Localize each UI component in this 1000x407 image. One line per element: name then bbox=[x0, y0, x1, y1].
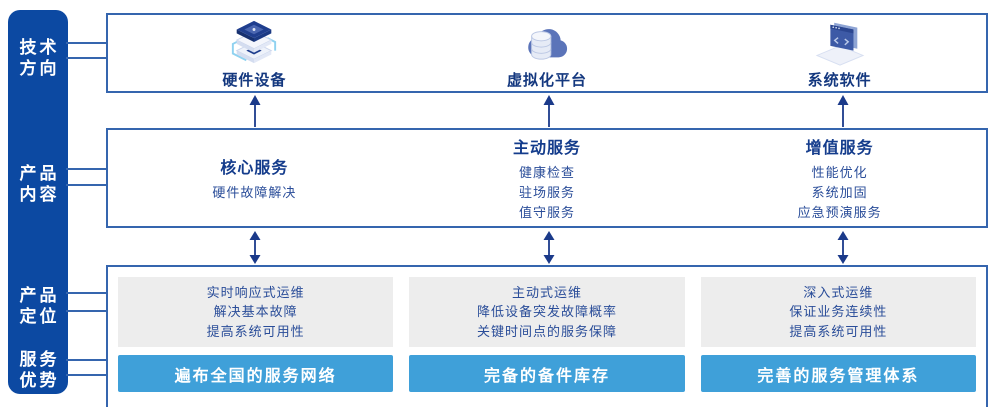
positioning-line: 提高系统可用性 bbox=[789, 323, 888, 339]
sidebar-label-line: 定位 bbox=[19, 307, 60, 326]
advantage-banner: 完备的备件库存 bbox=[409, 355, 685, 392]
positioning-line: 保证业务连续性 bbox=[789, 304, 888, 320]
sidebar-label-line: 优势 bbox=[19, 371, 60, 390]
up-arrow bbox=[837, 95, 849, 127]
cloud-database-icon bbox=[519, 17, 575, 67]
tech-direction-row: 硬件设备 虚拟化平台 bbox=[106, 13, 988, 93]
positioning-line: 深入式运维 bbox=[803, 284, 874, 300]
connector-line bbox=[66, 168, 107, 170]
positioning-row: 实时响应式运维 解决基本故障 提高系统可用性 遍布全国的服务网络 主动式运维 降… bbox=[106, 265, 988, 407]
connector-line bbox=[66, 42, 107, 44]
connector-line bbox=[66, 310, 107, 312]
positioning-description-panel: 实时响应式运维 解决基本故障 提高系统可用性 bbox=[118, 277, 394, 347]
sidebar-label-tech-direction: 技术 方向 bbox=[8, 37, 68, 79]
double-arrow bbox=[543, 231, 555, 264]
positioning-line: 提高系统可用性 bbox=[206, 323, 305, 339]
service-item: 健康检查 bbox=[519, 164, 576, 180]
service-item: 系统加固 bbox=[811, 184, 868, 200]
connector-line bbox=[66, 292, 107, 294]
advantage-banner: 完善的服务管理体系 bbox=[700, 355, 976, 392]
positioning-description-panel: 主动式运维 降低设备突发故障概率 关键时间点的服务保障 bbox=[409, 277, 685, 347]
positioning-column-realtime: 实时响应式运维 解决基本故障 提高系统可用性 遍布全国的服务网络 bbox=[118, 277, 394, 402]
positioning-column-proactive: 主动式运维 降低设备突发故障概率 关键时间点的服务保障 完备的备件库存 bbox=[409, 277, 685, 402]
tech-item-hardware: 硬件设备 bbox=[108, 15, 401, 91]
tech-item-virtualization: 虚拟化平台 bbox=[401, 15, 694, 91]
service-item: 驻场服务 bbox=[519, 184, 576, 200]
service-column-title: 核心服务 bbox=[220, 159, 289, 177]
connector-line bbox=[66, 359, 107, 361]
category-sidebar: 技术 方向 产品 内容 产品 定位 服务 优势 bbox=[8, 10, 68, 394]
service-column-value-added: 增值服务 性能优化 系统加固 应急预演服务 bbox=[693, 130, 986, 226]
service-item: 值守服务 bbox=[519, 204, 576, 220]
positioning-line: 解决基本故障 bbox=[213, 304, 298, 320]
service-item: 应急预演服务 bbox=[797, 204, 882, 220]
sidebar-label-product-positioning: 产品 定位 bbox=[8, 285, 68, 327]
double-arrow bbox=[249, 231, 261, 264]
double-arrow bbox=[837, 231, 849, 264]
connector-line bbox=[66, 374, 107, 376]
sidebar-label-line: 方向 bbox=[19, 59, 60, 78]
positioning-line: 降低设备突发故障概率 bbox=[476, 304, 617, 320]
sidebar-label-line: 服务 bbox=[19, 350, 60, 369]
service-item: 硬件故障解决 bbox=[212, 184, 297, 200]
service-column-title: 主动服务 bbox=[513, 139, 582, 157]
connector-line bbox=[66, 184, 107, 186]
service-column-core: 核心服务 硬件故障解决 bbox=[108, 130, 401, 226]
positioning-column-indepth: 深入式运维 保证业务连续性 提高系统可用性 完善的服务管理体系 bbox=[700, 277, 976, 402]
service-column-title: 增值服务 bbox=[805, 139, 874, 157]
sidebar-label-line: 内容 bbox=[19, 185, 60, 204]
service-item: 性能优化 bbox=[811, 164, 868, 180]
sidebar-label-service-advantage: 服务 优势 bbox=[8, 349, 68, 391]
advantage-banner: 遍布全国的服务网络 bbox=[118, 355, 394, 392]
hardware-stack-icon bbox=[226, 17, 282, 67]
connector-line bbox=[66, 57, 107, 59]
tech-item-label: 系统软件 bbox=[807, 71, 872, 89]
tech-item-label: 硬件设备 bbox=[222, 71, 287, 89]
service-column-proactive: 主动服务 健康检查 驻场服务 值守服务 bbox=[401, 130, 694, 226]
positioning-line: 关键时间点的服务保障 bbox=[476, 323, 617, 339]
code-window-icon bbox=[812, 17, 868, 67]
sidebar-label-line: 产品 bbox=[19, 286, 60, 305]
positioning-line: 实时响应式运维 bbox=[206, 284, 305, 300]
sidebar-label-product-content: 产品 内容 bbox=[8, 163, 68, 205]
tech-item-label: 虚拟化平台 bbox=[507, 71, 588, 89]
product-content-row: 核心服务 硬件故障解决 主动服务 健康检查 驻场服务 值守服务 增值服务 性能优… bbox=[106, 128, 988, 228]
up-arrow bbox=[249, 95, 261, 127]
sidebar-label-line: 产品 bbox=[19, 164, 60, 183]
positioning-line: 主动式运维 bbox=[511, 284, 582, 300]
sidebar-label-line: 技术 bbox=[19, 38, 60, 57]
up-arrow bbox=[543, 95, 555, 127]
positioning-description-panel: 深入式运维 保证业务连续性 提高系统可用性 bbox=[700, 277, 976, 347]
tech-item-system-software: 系统软件 bbox=[693, 15, 986, 91]
